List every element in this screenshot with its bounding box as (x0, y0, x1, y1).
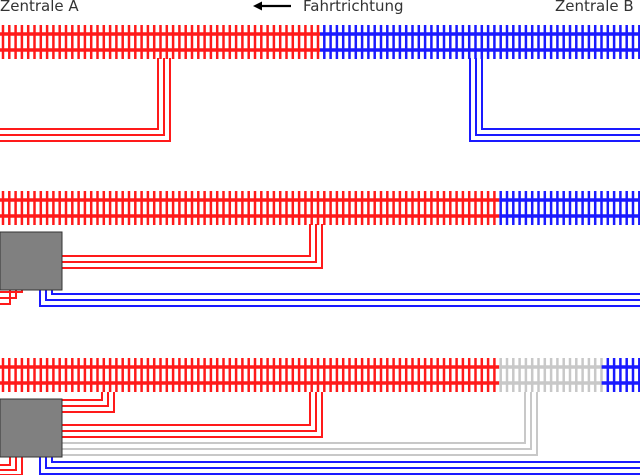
feeder-wire (39, 457, 640, 475)
feeder-wire (62, 392, 115, 413)
feeder-wire (0, 290, 23, 293)
feeder-wire (62, 392, 103, 401)
feeder-wire (0, 58, 171, 142)
direction-label: Fahrtrichtung (303, 0, 404, 15)
feeder-wire (62, 392, 109, 407)
controller-box (0, 231, 63, 291)
feeder-wire (62, 392, 532, 450)
left-station-label: Zentrale A (0, 0, 79, 15)
feeder-wire (475, 58, 640, 136)
feeder-wire (0, 457, 17, 471)
feeder-wire (45, 457, 640, 469)
controller-box (0, 398, 63, 458)
feeder-wire (45, 290, 640, 301)
feeder-wire (62, 224, 317, 263)
feeder-wire (62, 224, 311, 257)
feeder-wire (469, 58, 640, 142)
feeder-wire (62, 392, 311, 426)
feeder-wire (0, 290, 11, 305)
right-station-label: Zentrale B (555, 0, 634, 15)
feeder-wire (0, 58, 159, 130)
feeder-wire (62, 224, 323, 269)
feeder-wire (62, 392, 538, 456)
feeder-wire (51, 457, 640, 463)
feeder-wire (62, 392, 526, 444)
feeder-wire (62, 392, 323, 438)
feeder-wire (481, 58, 640, 130)
feeder-wire (39, 290, 640, 307)
feeder-wire (51, 290, 640, 295)
feeder-wire (0, 457, 11, 466)
feeder-wire (0, 58, 165, 136)
feeder-wire (0, 457, 23, 475)
arrow-left-icon (253, 1, 291, 11)
feeder-wire (0, 290, 17, 299)
feeder-wire (62, 392, 317, 432)
